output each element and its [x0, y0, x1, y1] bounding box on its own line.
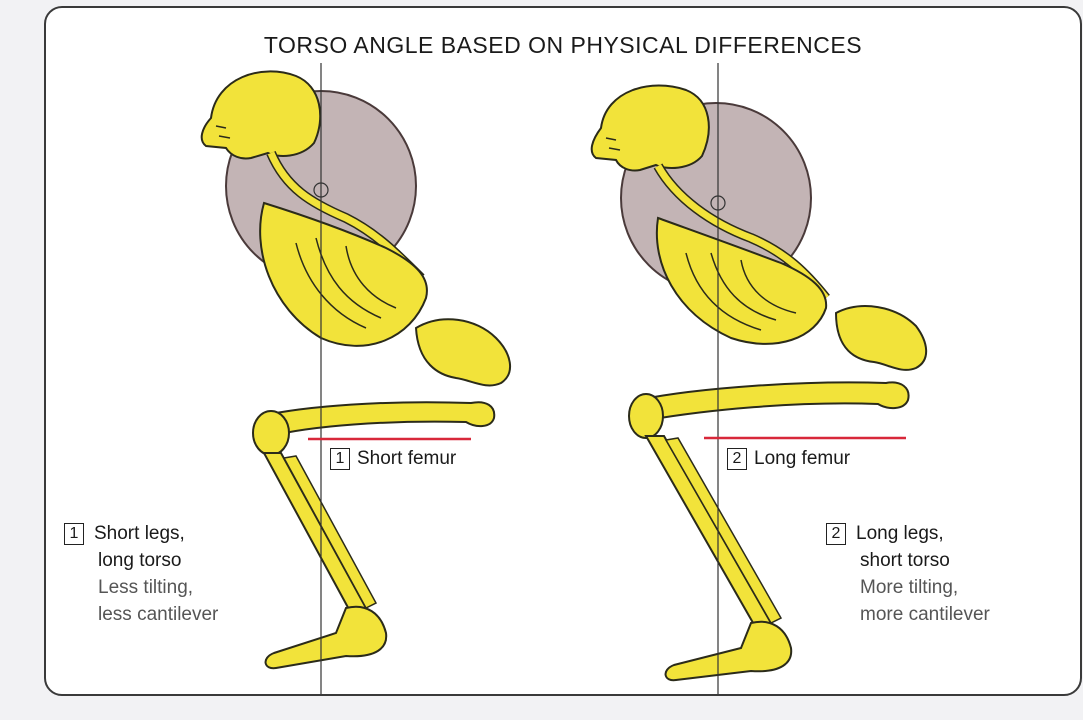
figure-number-badge: 1	[64, 522, 84, 545]
caption-sub-line1: More tilting,	[860, 577, 959, 598]
caption-heading-line1: Short legs,	[94, 523, 185, 544]
femur-label-2: 2 Long femur	[727, 448, 850, 470]
femur-label-text: Short femur	[357, 448, 457, 469]
diagram-card: TORSO ANGLE BASED ON PHYSICAL DIFFERENCE…	[44, 6, 1082, 696]
figure-number-badge: 2	[727, 448, 747, 470]
caption-heading-line1: Long legs,	[856, 523, 944, 544]
caption-heading-line2: short torso	[860, 550, 950, 571]
caption-figure-1: 1 Short legs, long torso Less tilting, l…	[64, 520, 218, 628]
skeleton-illustration	[200, 63, 928, 694]
skeleton-figure-2	[590, 63, 928, 694]
caption-sub-line2: less cantilever	[98, 604, 219, 625]
femur-label-1: 1 Short femur	[330, 448, 456, 470]
skeleton-figure-1	[200, 63, 511, 694]
caption-heading-line2: long torso	[98, 550, 182, 571]
figure-number-badge: 2	[826, 522, 846, 545]
caption-sub-line1: Less tilting,	[98, 577, 194, 598]
figure-number-badge: 1	[330, 448, 350, 470]
caption-figure-2: 2 Long legs, short torso More tilting, m…	[826, 520, 990, 628]
diagram-title: TORSO ANGLE BASED ON PHYSICAL DIFFERENCE…	[263, 32, 863, 58]
caption-sub-line2: more cantilever	[860, 604, 990, 625]
femur-label-text: Long femur	[754, 448, 851, 469]
